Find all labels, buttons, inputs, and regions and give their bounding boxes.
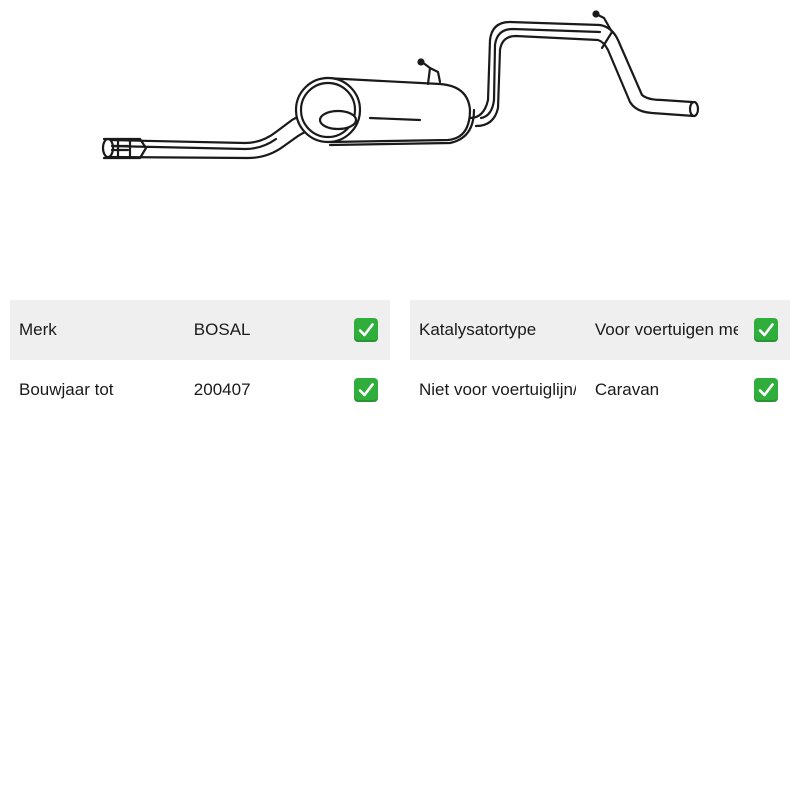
exhaust-silencer-image [101,10,700,160]
table-row: Merk BOSAL [10,300,390,360]
spec-value: 200407 [193,380,251,399]
spec-label: Merk [19,320,57,339]
check-mark-icon [354,318,378,342]
table-row: Bouwjaar tot 200407 [10,360,390,420]
spec-value: Caravan [594,380,660,399]
spec-label: Niet voor voertuiglijn/-variant [419,380,576,399]
table-row: Katalysatortype Voor voertuigen met kata… [410,300,790,360]
spec-value: Voor voertuigen met katalysator [594,320,738,339]
check-mark-icon [754,378,778,402]
spec-label: Bouwjaar tot [19,380,114,399]
specs-table-left: Merk BOSAL Bouwjaar tot 200407 [10,300,390,420]
check-mark-icon [754,318,778,342]
specs-table-right: Katalysatortype Voor voertuigen met kata… [410,300,790,420]
spec-label: Katalysatortype [419,320,537,339]
spec-value: BOSAL [193,320,251,339]
table-row: Niet voor voertuiglijn/-variant Caravan [410,360,790,420]
check-mark-icon [354,378,378,402]
